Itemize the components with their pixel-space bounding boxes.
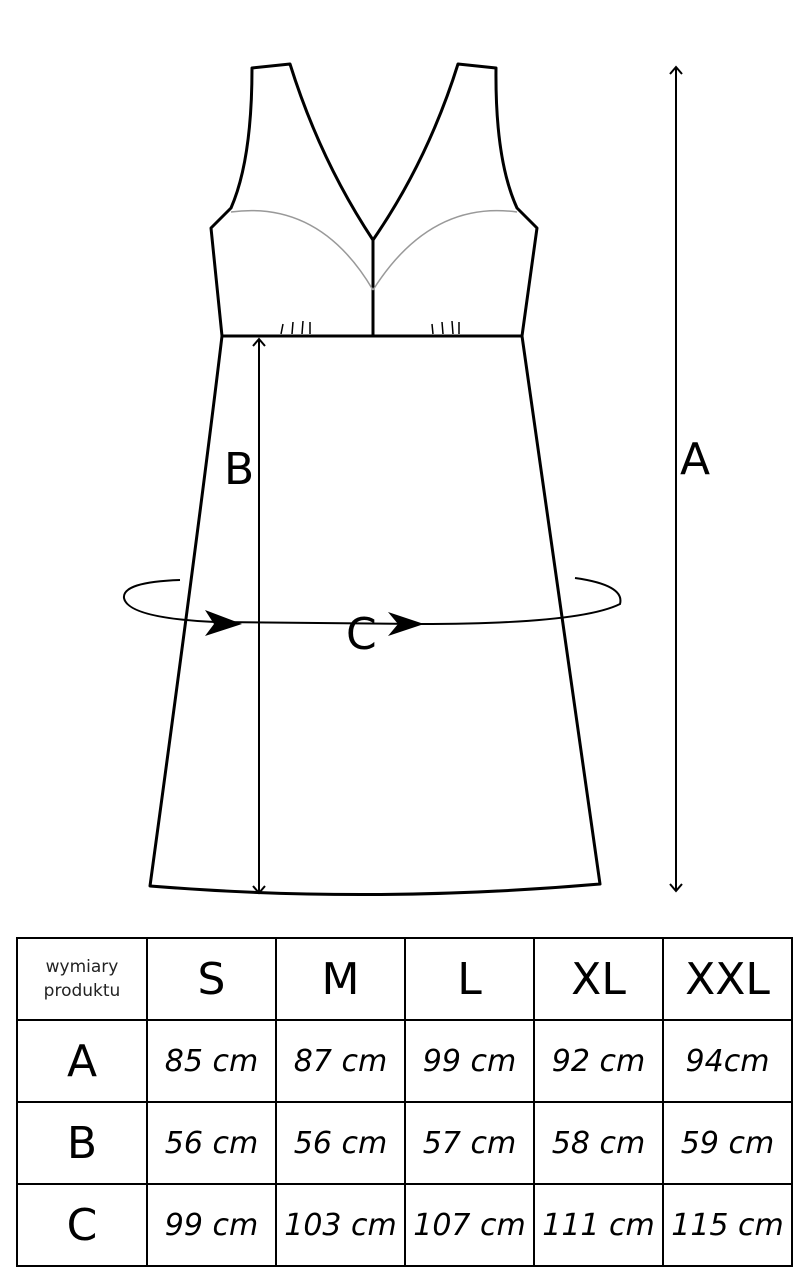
value-cell: 59 cm [662,1101,793,1185]
value-cell: 56 cm [146,1101,277,1185]
value-cell: 103 cm [275,1183,406,1267]
size-header-xl: XL [533,937,664,1021]
label-c: C [346,609,377,660]
gather-marks [280,320,460,335]
value-cell: 99 cm [404,1019,535,1103]
caption-line-2: produktu [43,981,121,1001]
value-cell: 56 cm [275,1101,406,1185]
caption-line-1: wymiary [45,957,119,977]
value-cell: 94cm [662,1019,793,1103]
dress-bodice [209,62,539,338]
size-table: wymiary produktu S M L XL XXL A 85 cm 87… [16,937,793,1267]
header-row: wymiary produktu S M L XL XXL [16,937,793,1021]
table-row: A 85 cm 87 cm 99 cm 92 cm 94cm [16,1019,793,1103]
hip-measure-loop [123,577,622,626]
value-cell: 57 cm [404,1101,535,1185]
label-b: B [224,444,254,495]
value-cell: 92 cm [533,1019,664,1103]
cup-seams [230,209,518,291]
arrowhead-c-right [388,612,424,636]
value-cell: 85 cm [146,1019,277,1103]
size-header-xxl: XXL [662,937,793,1021]
value-cell: 115 cm [662,1183,793,1267]
value-cell: 99 cm [146,1183,277,1267]
row-label-c: C [16,1183,148,1267]
table-row: B 56 cm 56 cm 57 cm 58 cm 59 cm [16,1101,793,1185]
value-cell: 87 cm [275,1019,406,1103]
caption-cell: wymiary produktu [16,937,148,1021]
arrowhead-c-left [205,610,242,636]
size-header-l: L [404,937,535,1021]
size-header-m: M [275,937,406,1021]
size-header-s: S [146,937,277,1021]
row-label-a: A [16,1019,148,1103]
value-cell: 58 cm [533,1101,664,1185]
label-a: A [680,434,710,485]
value-cell: 111 cm [533,1183,664,1267]
row-label-b: B [16,1101,148,1185]
dress-skirt [148,335,602,897]
table-row: C 99 cm 103 cm 107 cm 111 cm 115 cm [16,1183,793,1267]
dress-diagram: B C A [123,62,710,897]
value-cell: 107 cm [404,1183,535,1267]
